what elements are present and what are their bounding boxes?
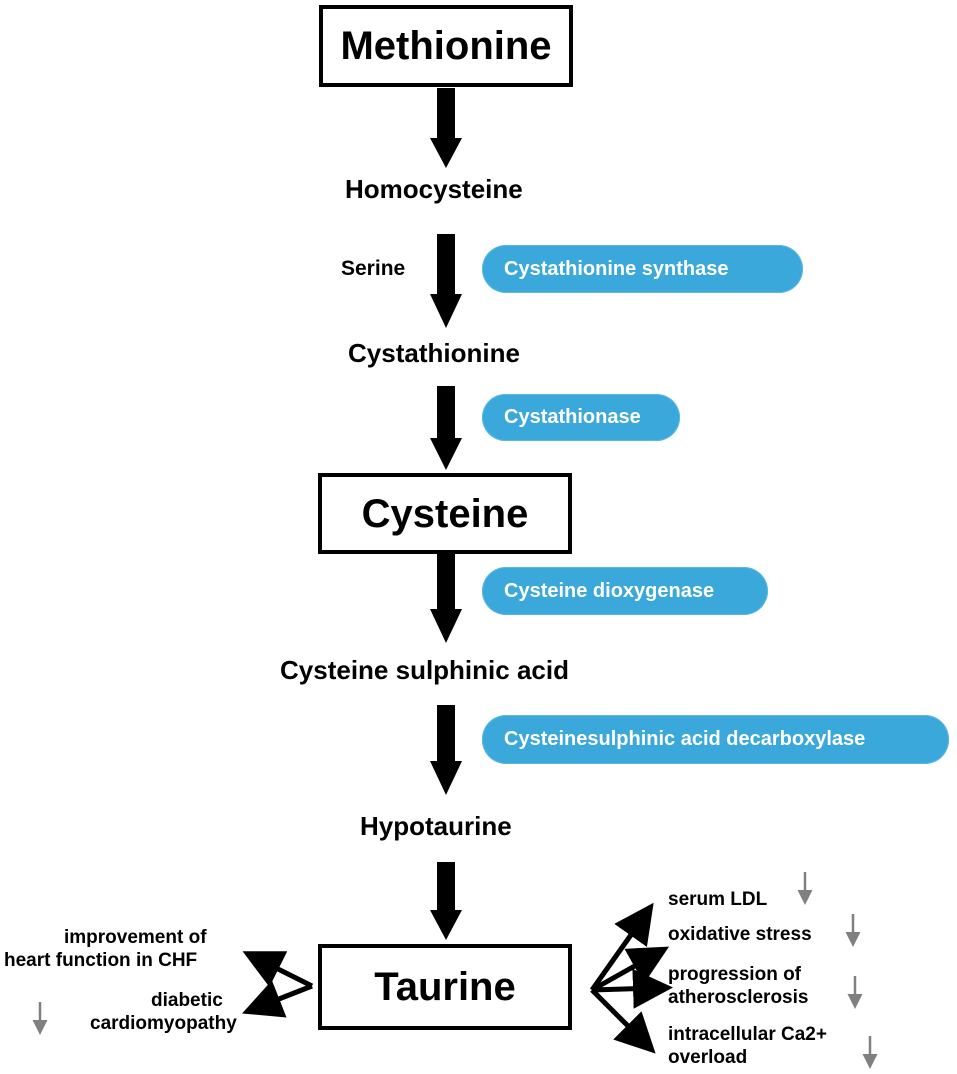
cysteine-label: Cysteine bbox=[361, 491, 529, 536]
enzyme-label: Cysteinesulphinic acid decarboxylase bbox=[504, 728, 866, 750]
enzyme-decarboxylase: Cysteinesulphinic acid decarboxylase bbox=[482, 715, 949, 764]
effect-calcium-line2: overload bbox=[668, 1047, 748, 1068]
arrow-methionine-homocysteine bbox=[430, 88, 462, 168]
cysteine-sulphinic-acid-label: Cysteine sulphinic acid bbox=[280, 655, 569, 685]
methionine-box: Methionine bbox=[319, 5, 573, 87]
hypotaurine-label: Hypotaurine bbox=[360, 811, 512, 841]
effect-athero-line1: progression of bbox=[668, 964, 802, 985]
taurine-box: Taurine bbox=[318, 944, 572, 1030]
enzyme-label: Cysteine dioxygenase bbox=[504, 579, 715, 602]
arrow-cystathionine-cysteine bbox=[430, 386, 462, 470]
taurine-label: Taurine bbox=[374, 965, 516, 1009]
effect-diabetic-line1: diabetic bbox=[151, 990, 223, 1011]
homocysteine-label: Homocysteine bbox=[345, 174, 523, 204]
enzyme-label: Cystathionine synthase bbox=[504, 257, 729, 280]
arrow-homocysteine-cystathionine bbox=[430, 234, 462, 328]
effect-athero-line2: atherosclerosis bbox=[668, 987, 809, 1008]
effect-calcium-line1: intracellular Ca2+ bbox=[668, 1024, 827, 1045]
cysteine-box: Cysteine bbox=[318, 473, 572, 554]
effect-oxidative-stress: oxidative stress bbox=[668, 924, 812, 945]
arrows-left-effects bbox=[242, 951, 314, 1018]
effect-diabetic-line2: cardiomyopathy bbox=[90, 1013, 237, 1034]
effect-heart-line2: heart function in CHF bbox=[4, 950, 198, 971]
arrows-right-effects bbox=[589, 902, 673, 1054]
cystathionine-label: Cystathionine bbox=[348, 338, 520, 368]
enzyme-label: Cystathionase bbox=[504, 406, 641, 428]
effect-heart-line1: improvement of bbox=[64, 927, 207, 948]
enzyme-cystathionase: Cystathionase bbox=[482, 394, 680, 441]
arrow-cysteine-sulphinic bbox=[430, 553, 462, 643]
down-arrow-icons bbox=[32, 872, 878, 1069]
enzyme-cysteine-dioxygenase: Cysteine dioxygenase bbox=[482, 567, 768, 615]
enzyme-cystathionine-synthase: Cystathionine synthase bbox=[482, 245, 803, 293]
arrow-hypotaurine-taurine bbox=[430, 862, 462, 940]
arrow-sulphinic-hypotaurine bbox=[430, 705, 462, 795]
serine-label: Serine bbox=[341, 257, 406, 280]
effect-serum-ldl: serum LDL bbox=[668, 889, 768, 910]
methionine-label: Methionine bbox=[340, 24, 552, 68]
